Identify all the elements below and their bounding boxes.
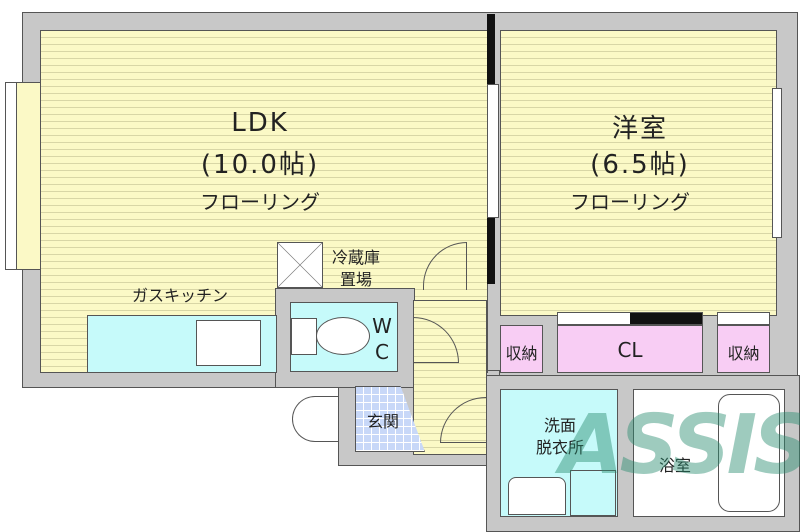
room-western: [500, 30, 777, 316]
bathtub-icon: [718, 394, 780, 512]
entrance-door[interactable]: [292, 396, 338, 442]
right-window: [772, 88, 782, 238]
storage-right-label: 収納: [727, 344, 760, 363]
room-wc: [290, 302, 398, 372]
washing-machine-space: [570, 470, 616, 516]
toilet-tank-icon: [291, 318, 317, 355]
closet-label: CL: [617, 338, 643, 362]
ldk-name: LDK: [231, 108, 289, 138]
closet: [557, 325, 703, 373]
room-entrance: [355, 386, 425, 452]
storage-right: [717, 325, 770, 373]
western-size: (6.5帖): [590, 150, 690, 180]
washbasin-icon: [508, 477, 566, 515]
left-window-frame: [5, 82, 17, 270]
washroom-label-1: 洗面: [543, 416, 576, 435]
watermark-logo: ASSIST: [560, 398, 800, 493]
ldk-floor: フローリング: [200, 190, 320, 214]
fridge-label-2: 置場: [339, 270, 372, 289]
storage-left: [500, 325, 543, 373]
kitchen-sink: [196, 320, 261, 366]
fridge-space: [277, 242, 323, 288]
toilet-icon: [316, 317, 370, 355]
storage-right-door[interactable]: [717, 312, 770, 325]
storage-left-label: 収納: [505, 344, 538, 363]
kitchen-label: ガスキッチン: [131, 286, 228, 305]
washroom-label-2: 脱衣所: [535, 438, 584, 457]
wc-label-w: W: [372, 314, 392, 338]
entrance-label: 玄関: [366, 412, 399, 431]
sliding-door[interactable]: [487, 84, 499, 218]
western-floor: フローリング: [570, 190, 690, 214]
bath-label: 浴室: [658, 456, 691, 475]
ldk-size: (10.0帖): [200, 150, 320, 180]
fridge-label-1: 冷蔵庫: [331, 248, 380, 267]
western-name: 洋室: [611, 114, 668, 144]
wc-label-c: C: [375, 340, 389, 364]
closet-door[interactable]: [557, 312, 703, 325]
